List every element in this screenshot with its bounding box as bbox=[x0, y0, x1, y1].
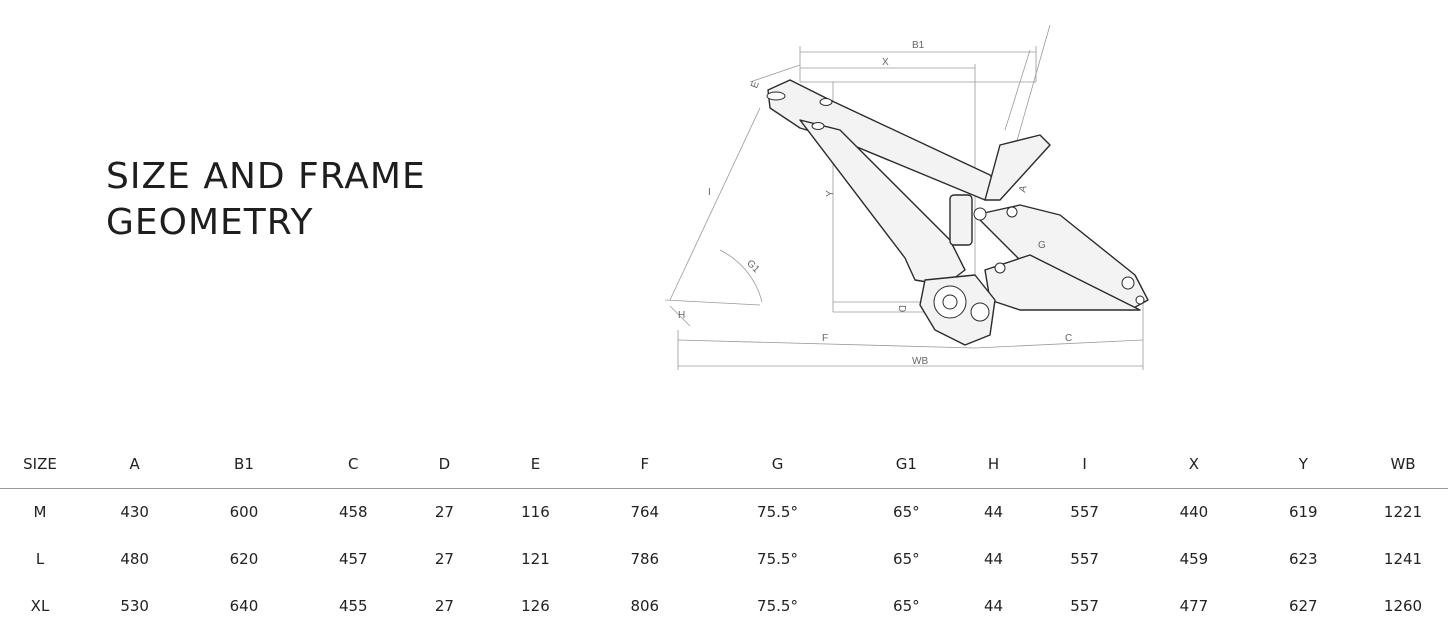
table-cell: L bbox=[35, 549, 45, 568]
table-cell: 65° bbox=[893, 596, 920, 615]
table-row: M 430 600 458 27 116 764 75.5° 65° 44 557 440 619 122… bbox=[0, 488, 1448, 535]
table-cell: 557 bbox=[1070, 502, 1099, 521]
table-row: L 480 620 457 27 121 786 75.5° 65° 44 557 459 623 124… bbox=[0, 535, 1448, 582]
page-title: SIZE AND FRAME GEOMETRY bbox=[106, 154, 426, 246]
table-cell: 44 bbox=[983, 549, 1004, 568]
table-cell: 27 bbox=[434, 596, 454, 615]
label-a: A bbox=[1017, 184, 1029, 194]
table-cell: 480 bbox=[120, 549, 149, 568]
frame-details bbox=[766, 91, 1145, 322]
column-header-wb: WB bbox=[1358, 440, 1448, 489]
title-line-2: GEOMETRY bbox=[106, 202, 314, 243]
table-cell: 530 bbox=[120, 596, 149, 615]
column-header-a: A bbox=[80, 440, 190, 489]
frame-geometry-diagram: B1 X E I Y A G G1 D H F C WB bbox=[664, 24, 1149, 370]
label-i: I bbox=[708, 187, 711, 198]
table-row: XL 530 640 455 27 126 806 75.5° 65° 44 557 477 627 12… bbox=[0, 582, 1448, 629]
table-cell: 1260 bbox=[1383, 596, 1423, 615]
table-cell: 459 bbox=[1179, 549, 1209, 568]
table-cell: 121 bbox=[521, 549, 550, 568]
table-cell: 27 bbox=[434, 549, 454, 568]
table-cell: 640 bbox=[229, 596, 259, 615]
table-cell: 27 bbox=[434, 502, 454, 521]
table-cell: M bbox=[33, 502, 47, 521]
bike-frame bbox=[767, 79, 1149, 346]
table-cell: 627 bbox=[1288, 596, 1318, 615]
table-cell: 75.5° bbox=[757, 596, 798, 615]
table-cell: 65° bbox=[893, 549, 920, 568]
label-b1: B1 bbox=[912, 40, 925, 51]
column-header-f: F bbox=[590, 440, 700, 489]
label-g1: G1 bbox=[744, 258, 762, 276]
column-header-e: E bbox=[480, 440, 591, 489]
label-h: H bbox=[678, 310, 685, 321]
table-cell: 430 bbox=[120, 502, 149, 521]
column-header-x: X bbox=[1139, 440, 1249, 489]
label-c: C bbox=[1065, 333, 1072, 344]
table-cell: XL bbox=[30, 596, 50, 615]
table-cell: 44 bbox=[983, 502, 1004, 521]
table-cell: 75.5° bbox=[757, 549, 798, 568]
column-header-y: Y bbox=[1248, 440, 1358, 489]
table-cell: 786 bbox=[630, 549, 660, 568]
column-header-h: H bbox=[957, 440, 1030, 489]
label-e: E bbox=[749, 80, 762, 90]
label-d: D bbox=[896, 305, 907, 312]
table-cell: 557 bbox=[1070, 596, 1099, 615]
table-cell: 600 bbox=[229, 502, 259, 521]
column-header-b1: B1 bbox=[189, 440, 299, 489]
label-x: X bbox=[882, 57, 889, 68]
table-cell: 75.5° bbox=[757, 502, 798, 521]
column-header-c: C bbox=[298, 440, 408, 489]
column-header-g1: G1 bbox=[855, 440, 958, 489]
column-header-size: SIZE bbox=[0, 440, 80, 489]
table-cell: 457 bbox=[338, 549, 368, 568]
table-cell: 557 bbox=[1070, 549, 1099, 568]
title-line-1: SIZE AND FRAME bbox=[106, 156, 426, 197]
table-cell: 806 bbox=[630, 596, 660, 615]
table-cell: 1241 bbox=[1383, 549, 1423, 568]
label-y: Y bbox=[825, 190, 836, 197]
table-cell: 764 bbox=[630, 502, 660, 521]
table-cell: 44 bbox=[983, 596, 1004, 615]
label-wb: WB bbox=[912, 356, 928, 367]
table-cell: 619 bbox=[1288, 502, 1318, 521]
table-cell: 116 bbox=[521, 502, 550, 521]
label-g: G bbox=[1038, 240, 1046, 251]
column-header-d: D bbox=[407, 440, 481, 489]
label-f: F bbox=[822, 333, 828, 344]
column-header-g: G bbox=[699, 440, 856, 489]
table-cell: 620 bbox=[229, 549, 259, 568]
table-cell: 126 bbox=[521, 596, 550, 615]
table-cell: 65° bbox=[893, 502, 920, 521]
table-cell: 455 bbox=[338, 596, 368, 615]
table-cell: 623 bbox=[1288, 549, 1318, 568]
table-cell: 440 bbox=[1179, 502, 1209, 521]
column-header-i: I bbox=[1029, 440, 1140, 489]
table-cell: 1221 bbox=[1383, 502, 1423, 521]
table-cell: 477 bbox=[1179, 596, 1209, 615]
table-cell: 458 bbox=[338, 502, 368, 521]
